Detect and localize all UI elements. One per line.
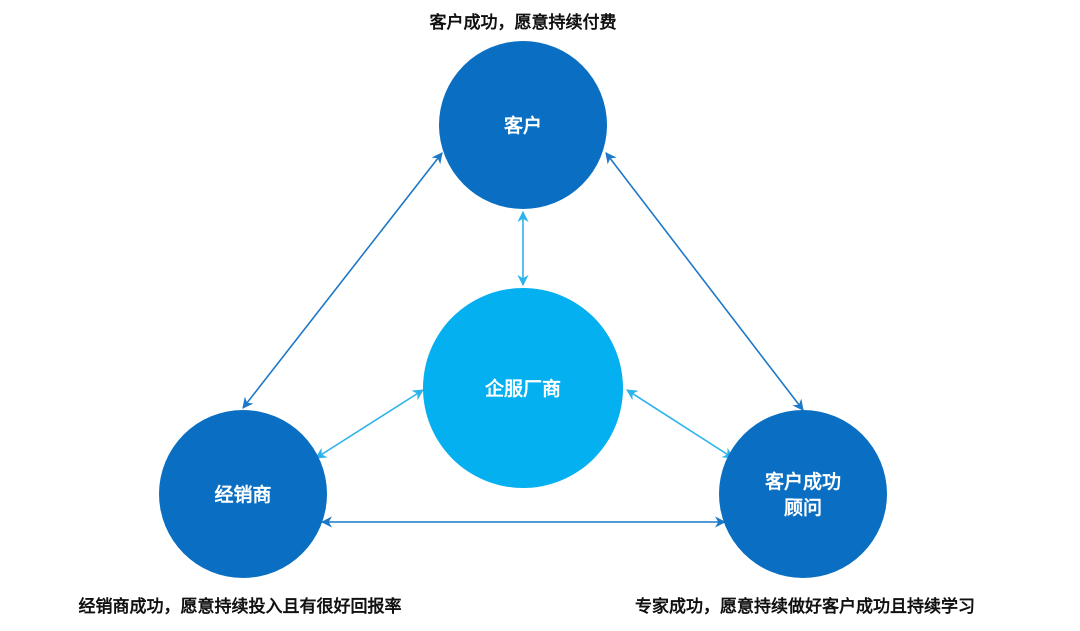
customer-node bbox=[439, 41, 607, 209]
csm-caption: 专家成功，愿意持续做好客户成功且持续学习 bbox=[635, 596, 975, 617]
distributor-node bbox=[159, 410, 327, 578]
customer-node-label: 客户 bbox=[504, 114, 542, 137]
customer-caption: 客户成功，愿意持续付费 bbox=[429, 12, 617, 33]
arrow-vendor-csm bbox=[626, 389, 734, 459]
distributor-caption: 经销商成功，愿意持续投入且有很好回报率 bbox=[79, 596, 402, 617]
csm-node bbox=[719, 410, 887, 578]
csm-node-label-line2: 顾问 bbox=[784, 497, 822, 519]
arrow-vendor-distributor bbox=[315, 389, 424, 459]
arrow-customer-csm bbox=[605, 152, 804, 411]
csm-node-label-line1: 客户成功 bbox=[765, 470, 841, 493]
arrow-customer-distributor bbox=[242, 152, 443, 409]
vendor-node-label: 企服厂商 bbox=[484, 377, 561, 400]
vendor-node bbox=[423, 288, 623, 488]
distributor-node-label: 经销商 bbox=[214, 483, 271, 506]
